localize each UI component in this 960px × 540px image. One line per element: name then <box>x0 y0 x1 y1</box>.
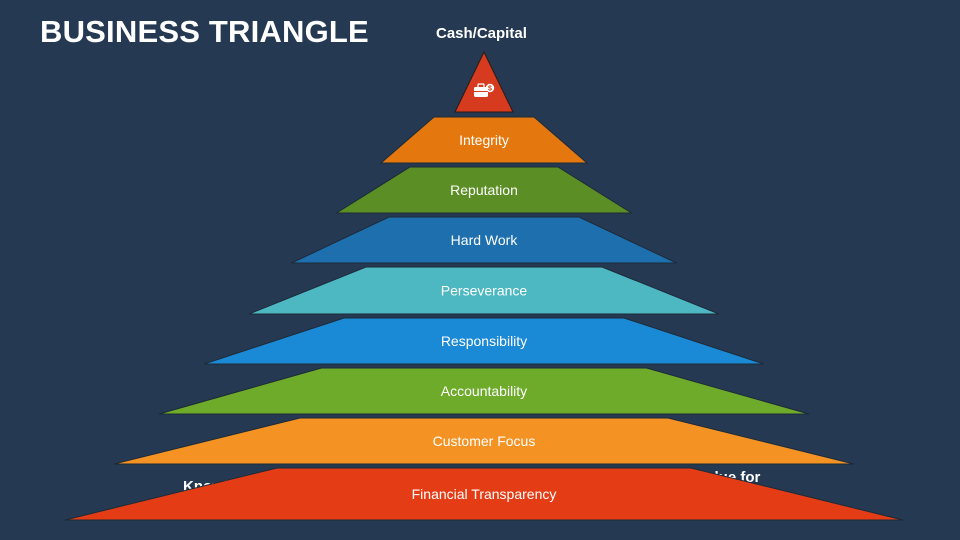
slide-title: BUSINESS TRIANGLE <box>40 14 369 49</box>
tier-accountability <box>158 367 810 415</box>
apex-triangle <box>454 50 514 113</box>
tier-perseverance <box>248 266 720 315</box>
svg-text:$: $ <box>488 86 492 93</box>
top-label: Cash/Capital <box>436 25 527 42</box>
tier-hard-work <box>291 216 677 264</box>
tier-integrity <box>379 116 589 164</box>
tier-label-reputation: Reputation <box>450 182 518 198</box>
tier-financial-transparency <box>64 467 904 521</box>
tier-label-integrity: Integrity <box>459 132 509 148</box>
money-briefcase-icon: $ <box>474 83 495 97</box>
pyramid-apex: $ <box>454 50 514 113</box>
tier-responsibility <box>203 317 765 365</box>
tier-label-accountability: Accountability <box>441 383 527 399</box>
tier-label-responsibility: Responsibility <box>441 333 527 349</box>
tier-reputation <box>334 166 634 214</box>
tier-label-financial-transparency: Financial Transparency <box>412 486 557 502</box>
tier-customer-focus <box>113 417 855 465</box>
tier-label-perseverance: Perseverance <box>441 283 528 299</box>
tier-label-customer-focus: Customer Focus <box>433 433 536 449</box>
tier-label-hard-work: Hard Work <box>451 232 519 248</box>
